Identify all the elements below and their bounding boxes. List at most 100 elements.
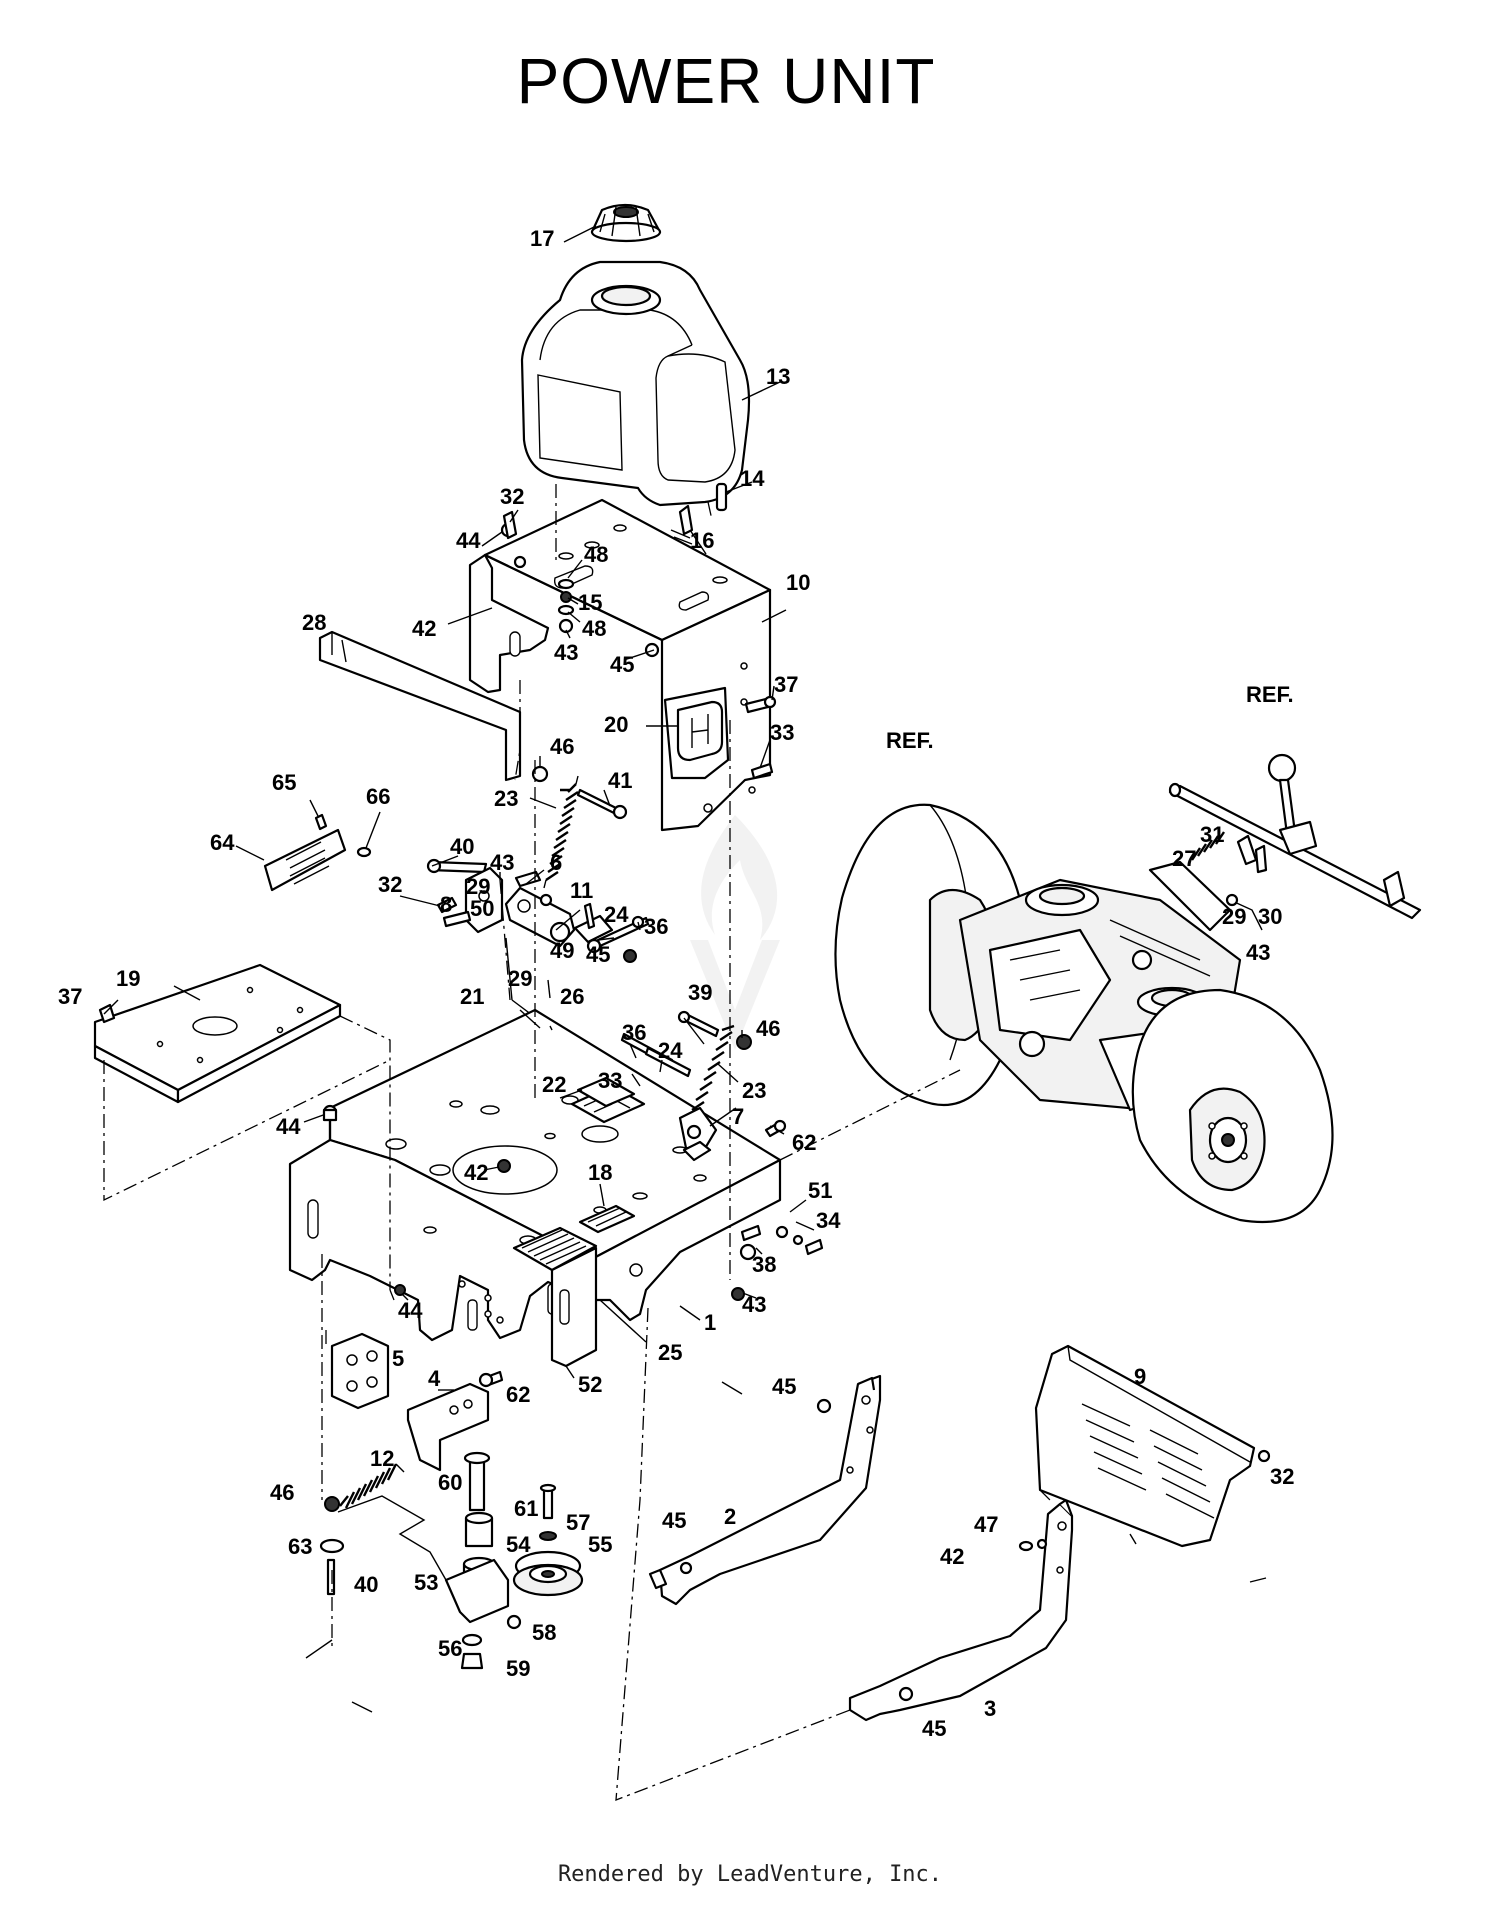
callout-3: 3: [984, 1696, 996, 1721]
bracket-4: [406, 1382, 490, 1472]
callout-54: 54: [506, 1532, 531, 1557]
callout-23: 23: [742, 1078, 766, 1103]
callout-32: 32: [500, 484, 524, 509]
washer-66: [356, 846, 372, 858]
control-rod: [1168, 753, 1422, 920]
callout-ref: REF.: [1246, 682, 1294, 707]
callout-15: 15: [578, 590, 602, 615]
bracket-5: [330, 1332, 390, 1410]
callout-9: 9: [1134, 1364, 1146, 1389]
callout-65: 65: [272, 770, 296, 795]
callout-48: 48: [584, 542, 608, 567]
leader-lines: [103, 225, 1267, 1713]
callout-66: 66: [366, 784, 390, 809]
shield-9: [1034, 1344, 1271, 1548]
callout-8: 8: [440, 892, 452, 917]
callout-46: 46: [270, 1480, 294, 1505]
fuel-cap: [590, 203, 662, 243]
callout-19: 19: [116, 966, 140, 991]
callout-1: 1: [704, 1310, 716, 1335]
callout-29: 29: [508, 966, 532, 991]
callout-4: 4: [428, 1366, 441, 1391]
bolt-41: [531, 765, 628, 820]
callout-42: 42: [464, 1160, 488, 1185]
callout-17: 17: [530, 226, 554, 251]
callout-20: 20: [604, 712, 628, 737]
fuel-tank: [520, 260, 751, 507]
bracket-3: [848, 1498, 1074, 1722]
callout-56: 56: [438, 1636, 462, 1661]
callout-58: 58: [532, 1620, 556, 1645]
callout-37: 37: [774, 672, 798, 697]
callout-63: 63: [288, 1534, 312, 1559]
grille-plate-64: [263, 828, 347, 892]
callout-29: 29: [466, 874, 490, 899]
callout-10: 10: [786, 570, 810, 595]
spring-27: [1191, 831, 1225, 861]
callout-49: 49: [550, 938, 574, 963]
callout-5: 5: [392, 1346, 404, 1371]
callout-24: 24: [604, 902, 629, 927]
callout-27: 27: [1172, 846, 1196, 871]
callout-26: 26: [560, 984, 584, 1009]
assembly-lines: [103, 484, 1051, 1801]
callout-37: 37: [58, 984, 82, 1009]
grille-25: [512, 1226, 598, 1272]
callout-ref: REF.: [886, 728, 934, 753]
callout-32: 32: [378, 872, 402, 897]
callout-47: 47: [974, 1512, 998, 1537]
footer-credit: Rendered by LeadVenture, Inc.: [557, 1862, 943, 1887]
bracket-2: [648, 1374, 882, 1606]
callout-22: 22: [542, 1072, 566, 1097]
callout-53: 53: [414, 1570, 438, 1595]
callout-59: 59: [506, 1656, 530, 1681]
callout-13: 13: [766, 364, 790, 389]
callout-45: 45: [922, 1716, 946, 1741]
callout-labels: 17 13 14 32 44 16 48 10 15 48 42 43 45 2…: [58, 226, 1294, 1741]
spring-23-upper: [543, 775, 579, 889]
callout-16: 16: [690, 528, 714, 553]
callout-36: 36: [622, 1020, 646, 1045]
watermark-logo: [690, 815, 780, 1050]
callout-25: 25: [658, 1340, 682, 1365]
callout-36: 36: [644, 914, 668, 939]
callout-43: 43: [490, 850, 514, 875]
callout-39: 39: [688, 980, 712, 1005]
callout-33: 33: [598, 1068, 622, 1093]
callout-11: 11: [570, 878, 593, 903]
idler-assembly: [319, 1451, 584, 1670]
callout-45: 45: [662, 1508, 686, 1533]
callout-31: 31: [1200, 822, 1224, 847]
diagram-title: POWER UNIT: [516, 45, 936, 117]
callout-43: 43: [1246, 940, 1270, 965]
control-7: [678, 1106, 718, 1162]
bracket-52: [550, 1246, 598, 1368]
callout-51: 51: [808, 1178, 832, 1203]
linkage-29-30-31: [1225, 834, 1268, 907]
callout-32: 32: [1270, 1464, 1294, 1489]
callout-44: 44: [276, 1114, 301, 1139]
callout-48: 48: [582, 616, 606, 641]
callout-40: 40: [354, 1572, 378, 1597]
callout-33: 33: [770, 720, 794, 745]
callout-50: 50: [470, 896, 494, 921]
callout-42: 42: [940, 1544, 964, 1569]
callout-40: 40: [450, 834, 474, 859]
callout-12: 12: [370, 1446, 394, 1471]
grommet-16-lines: [670, 529, 693, 545]
callout-29: 29: [1222, 904, 1246, 929]
pin-14: [715, 482, 728, 512]
callout-18: 18: [588, 1160, 612, 1185]
grommet-16: [678, 504, 694, 536]
seat-plate-19: [93, 963, 342, 1104]
callout-43: 43: [554, 640, 578, 665]
spring-23-lower: [691, 1024, 735, 1111]
callout-30: 30: [1258, 904, 1282, 929]
callout-43: 43: [742, 1292, 766, 1317]
logo-badge: [676, 700, 724, 762]
callout-14: 14: [740, 466, 765, 491]
callout-34: 34: [816, 1208, 841, 1233]
callout-46: 46: [756, 1016, 780, 1041]
callout-61: 61: [514, 1496, 538, 1521]
callout-21: 21: [460, 984, 484, 1009]
